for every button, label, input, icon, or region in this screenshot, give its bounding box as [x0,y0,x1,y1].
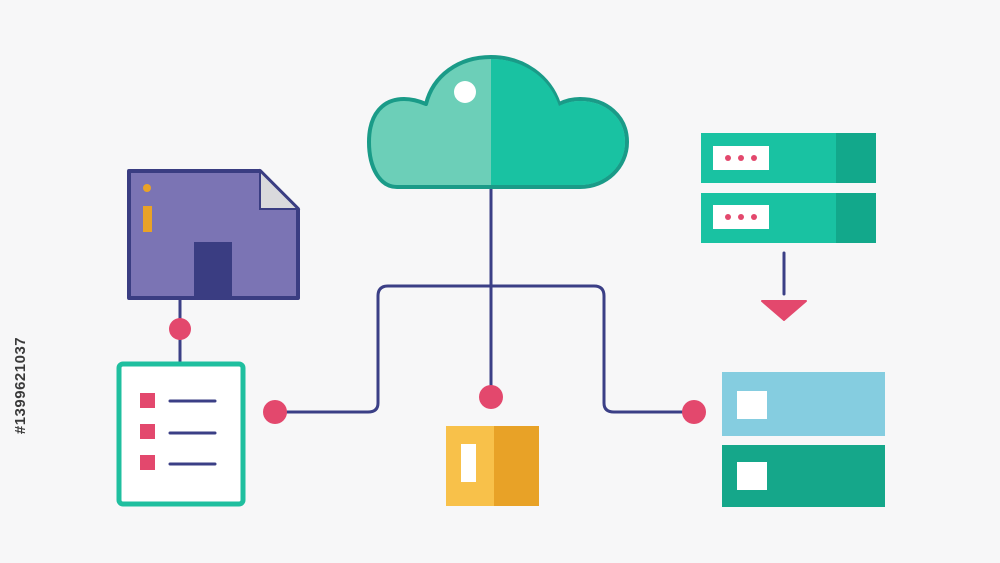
storage-drive-2-slot [737,462,767,490]
connector-nodes [169,318,706,424]
folder-icon [127,168,301,300]
checklist-bullet-3 [140,455,155,470]
cloud-shade [491,59,625,185]
folder-door [194,242,232,298]
node-left [263,400,287,424]
right-branch-line [489,284,695,414]
folder-accent-bar [143,206,152,232]
server-unit-1-dot-3 [751,155,757,161]
server-unit-1-dot-1 [725,155,731,161]
box-icon [446,426,539,506]
server-unit-2-dot-1 [725,214,731,220]
server-rack-icon [701,133,876,243]
connector-lines [178,183,786,414]
left-branch-line [274,284,493,414]
box-side [494,426,539,506]
server-unit-2-dot-2 [738,214,744,220]
server-unit-1-side [836,133,876,183]
server-unit-2-dot-3 [751,214,757,220]
node-folder [169,318,191,340]
stock-id-label: #1399621037 [4,300,38,470]
box-slot [461,444,476,482]
folder-body [127,169,300,300]
checklist-icon [116,361,246,507]
checklist-bullet-2 [140,424,155,439]
folder-accent-dot [143,184,151,192]
cloud-highlight-dot [454,81,476,103]
server-unit-1-dot-2 [738,155,744,161]
folder-corner [259,168,301,210]
stock-id-text: #1399621037 [12,336,30,434]
server-unit-2-side [836,193,876,243]
storage-drive-icon [722,372,885,507]
cloud-icon [367,55,629,189]
checklist-bullet-1 [140,393,155,408]
node-right [682,400,706,424]
storage-drive-1-slot [737,391,767,419]
node-center [479,385,503,409]
down-arrow-icon [761,300,807,321]
